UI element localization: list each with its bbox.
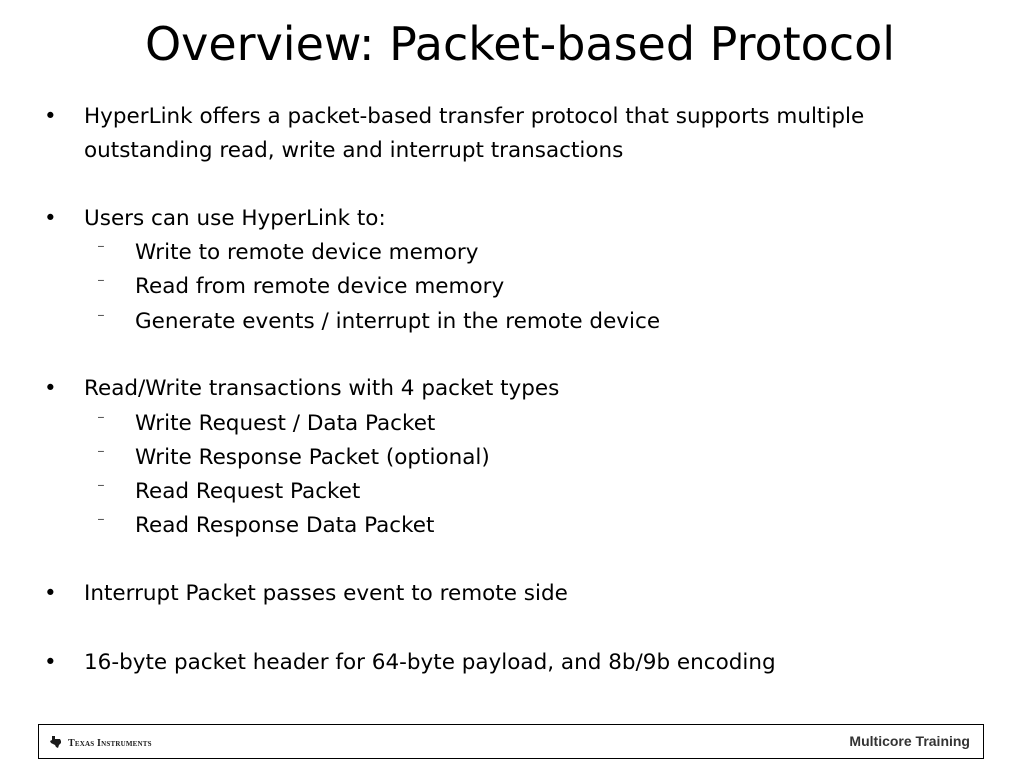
bullet-marker: • <box>44 581 57 606</box>
bullet-line: Users can use HyperLink to: <box>84 206 386 231</box>
bullet-line: Read/Write transactions with 4 packet ty… <box>84 376 560 401</box>
sub-bullet-line: Write to remote device memory <box>135 240 479 265</box>
sub-bullet-marker: ⁻ <box>97 479 105 497</box>
slide-content: • HyperLink offers a packet-based transf… <box>44 104 865 675</box>
bullet-line-continuation: outstanding read, write and interrupt tr… <box>84 138 624 163</box>
texas-instruments-logo: Texas Instruments <box>49 734 152 753</box>
bullet-line: 16-byte packet header for 64-byte payloa… <box>84 650 776 675</box>
sub-bullet-marker: ⁻ <box>97 309 105 327</box>
sub-bullet-line: Write Response Packet (optional) <box>135 445 490 470</box>
sub-bullet-line: Read Request Packet <box>135 479 361 504</box>
bullet-marker: • <box>44 104 57 129</box>
bullet-line: HyperLink offers a packet-based transfer… <box>84 104 865 129</box>
bullet-line: Interrupt Packet passes event to remote … <box>84 581 568 606</box>
sub-bullet-line: Write Request / Data Packet <box>135 411 436 436</box>
sub-bullet-marker: ⁻ <box>97 411 105 429</box>
slide-footer: Texas Instruments Multicore Training <box>38 724 984 759</box>
slide-title: Overview: Packet-based Protocol <box>144 17 896 71</box>
sub-bullet-marker: ⁻ <box>97 274 105 292</box>
footer-title: Multicore Training <box>849 733 970 749</box>
sub-bullet-marker: ⁻ <box>97 445 105 463</box>
bullet-marker: • <box>44 376 57 401</box>
logo-text: Texas Instruments <box>68 738 152 749</box>
sub-bullet-line: Generate events / interrupt in the remot… <box>135 309 661 334</box>
bullet-marker: • <box>44 650 57 675</box>
sub-bullet-marker: ⁻ <box>97 240 105 258</box>
sub-bullet-line: Read Response Data Packet <box>135 513 435 538</box>
sub-bullet-line: Read from remote device memory <box>135 274 505 299</box>
sub-bullet-marker: ⁻ <box>97 513 105 531</box>
texas-state-icon <box>49 734 63 753</box>
bullet-marker: • <box>44 206 57 231</box>
